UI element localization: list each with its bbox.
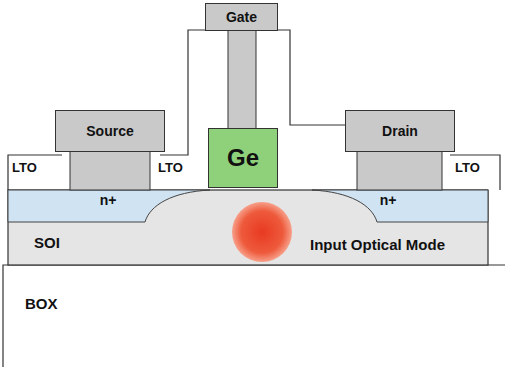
node-text: n+	[100, 192, 117, 208]
node-text: Input Optical Mode	[310, 236, 445, 253]
layer-label: LTO	[158, 160, 183, 175]
node-text: n+	[380, 192, 397, 208]
node-text: SOI	[34, 234, 60, 251]
layer-label: LTO	[12, 160, 37, 175]
n-plus-region	[312, 190, 488, 222]
soi-layer: SOI Input Optical Mode n+ n+	[8, 190, 488, 265]
optical-mode	[232, 202, 292, 262]
n-plus-region: n+	[288, 190, 488, 220]
germanium-gate: Ge	[208, 128, 278, 188]
n-plus-region: n+	[8, 190, 208, 220]
drain-electrode: Drain	[345, 110, 455, 152]
layer-label: LTO	[455, 160, 480, 175]
soi-layer	[8, 190, 488, 265]
box-layer	[3, 265, 505, 367]
gate-via	[228, 30, 256, 130]
node-text: Ge	[227, 144, 259, 172]
lto-outline	[8, 30, 500, 190]
node-text: BOX	[25, 295, 58, 312]
source-electrode: Source	[55, 110, 165, 152]
node-text: Source	[86, 123, 133, 139]
box-layer: BOX	[3, 265, 508, 367]
node-text: Gate	[226, 9, 257, 25]
gate-electrode: Gate	[205, 3, 278, 31]
source-via	[70, 150, 150, 190]
node-text: Drain	[382, 123, 418, 139]
drain-via	[357, 150, 442, 190]
n-plus-region	[8, 190, 210, 222]
